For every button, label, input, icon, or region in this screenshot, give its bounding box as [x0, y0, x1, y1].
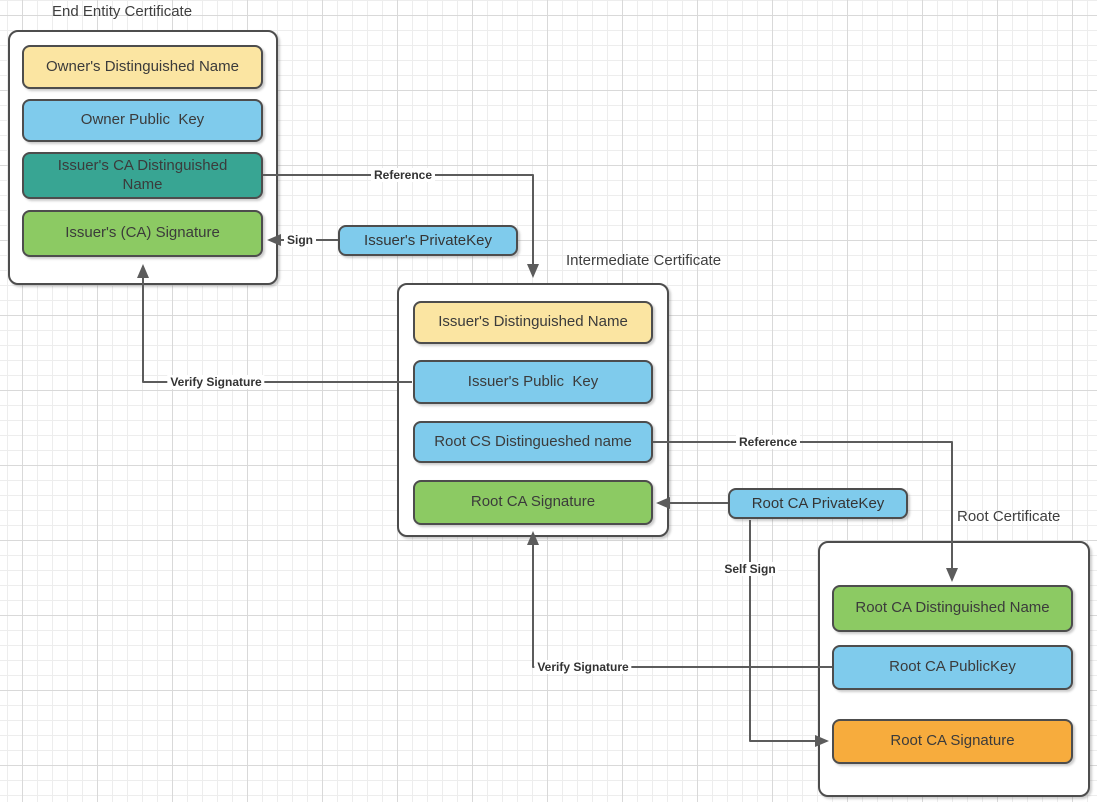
label-sign: Sign: [284, 233, 316, 247]
root-certificate-box: Root CA Distinguished Name Root CA Publi…: [818, 541, 1090, 797]
key-label: Issuer's PrivateKey: [364, 232, 492, 249]
field-label: Root CA Distinguished Name: [855, 599, 1050, 617]
label-reference-1: Reference: [370, 168, 436, 182]
field-label: Issuer's Public Key: [467, 372, 599, 390]
field-issuers-ca-distinguished-name: Issuer's CA Distinguished Name: [22, 152, 263, 199]
label-reference-2: Reference: [735, 435, 801, 449]
root-certificate-title: Root Certificate: [957, 508, 1061, 525]
intermediate-certificate-box: Issuer's Distinguished Name Issuer's Pub…: [397, 283, 669, 537]
key-label: Root CA PrivateKey: [751, 495, 885, 512]
field-label: Root CA Signature: [470, 493, 596, 511]
field-owners-distinguished-name: Owner's Distinguished Name: [22, 45, 263, 89]
field-owner-public-key: Owner Public Key: [22, 99, 263, 142]
field-label: Root CA PublicKey: [889, 658, 1016, 676]
end-entity-certificate-box: Owner's Distinguished Name Owner Public …: [8, 30, 278, 285]
connector-self-sign: [749, 520, 829, 747]
key-issuers-privatekey: Issuer's PrivateKey: [338, 225, 518, 256]
intermediate-certificate-title: Intermediate Certificate: [566, 252, 722, 269]
field-label: Root CS Distingueshed name: [434, 432, 632, 450]
connector-verify-signature-2: [527, 531, 832, 668]
field-root-ca-signature-root: Root CA Signature: [832, 719, 1073, 764]
key-root-ca-privatekey: Root CA PrivateKey: [728, 488, 908, 519]
field-label: Issuer's CA Distinguished Name: [57, 156, 232, 193]
field-label: Root CA Signature: [890, 732, 1015, 750]
field-root-ca-signature-intermediate: Root CA Signature: [413, 480, 653, 525]
field-root-ca-distinguished-name: Root CA Distinguished Name: [832, 585, 1073, 632]
field-issuers-ca-signature: Issuer's (CA) Signature: [22, 210, 263, 257]
label-verify-signature-2: Verify Signature: [534, 660, 632, 674]
label-self-sign: Self Sign: [721, 562, 779, 576]
end-entity-certificate-title: End Entity Certificate: [52, 3, 193, 20]
field-issuers-distinguished-name: Issuer's Distinguished Name: [413, 301, 653, 344]
field-label: Owner's Distinguished Name: [46, 57, 239, 75]
label-verify-signature-1: Verify Signature: [167, 375, 265, 389]
field-label: Issuer's (CA) Signature: [65, 224, 220, 242]
field-issuers-public-key: Issuer's Public Key: [413, 360, 653, 404]
field-label: Owner Public Key: [80, 111, 205, 129]
field-root-ca-publickey: Root CA PublicKey: [832, 645, 1073, 690]
field-root-cs-distingueshed-name: Root CS Distingueshed name: [413, 421, 653, 463]
field-label: Issuer's Distinguished Name: [438, 313, 628, 331]
